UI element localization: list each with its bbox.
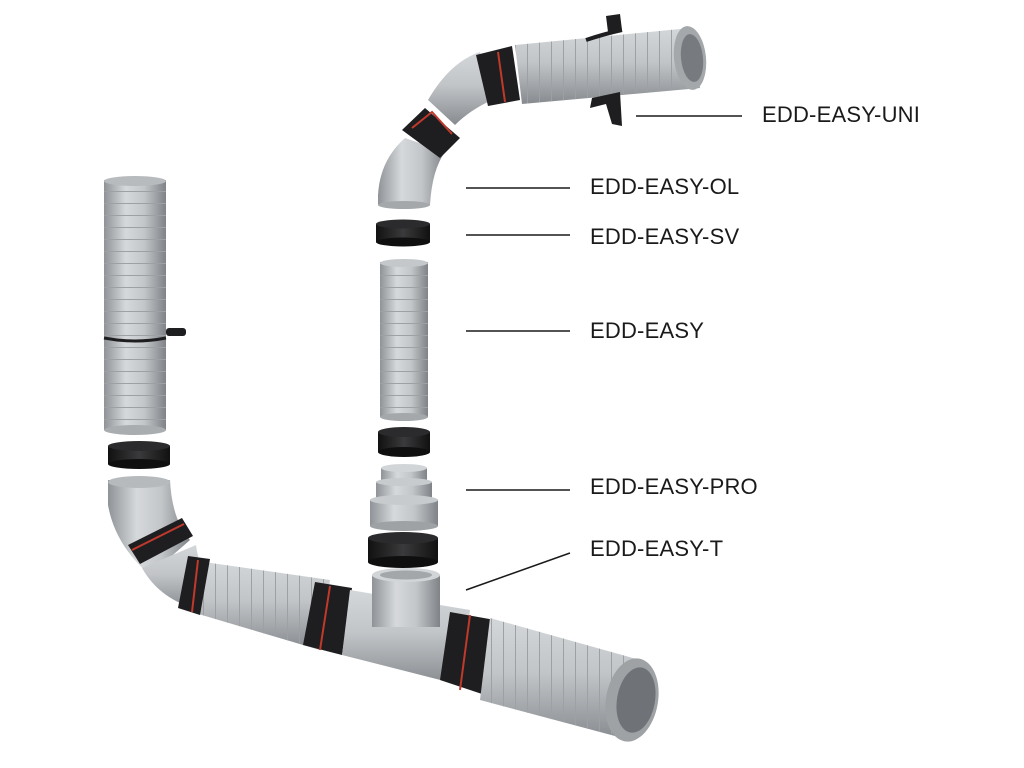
label-edd-easy-t: EDD-EASY-T: [590, 536, 724, 561]
label-edd-easy-pro: EDD-EASY-PRO: [590, 474, 758, 499]
leader-tee: [465, 552, 571, 591]
top-horizontal-pipe: [515, 26, 707, 104]
wall-bracket: [585, 14, 623, 126]
upper-elbow-seal: [402, 108, 460, 158]
label-edd-easy: EDD-EASY: [590, 318, 705, 343]
top-elbow-fitting: [428, 52, 492, 125]
left-elbow-fitting: [108, 476, 190, 575]
left-elbow-seal: [128, 518, 193, 564]
center-lower-seal: [378, 427, 430, 457]
tee-socket-seal: [368, 532, 438, 568]
label-edd-easy-ol: EDD-EASY-OL: [590, 174, 740, 199]
center-straight-pipe: [380, 259, 428, 421]
label-edd-easy-uni: EDD-EASY-UNI: [762, 102, 921, 127]
top-elbow-seal: [476, 46, 520, 106]
left-socket-seal: [108, 441, 170, 469]
upper-elbow-fitting: [378, 138, 445, 209]
center-upper-seal: [376, 219, 430, 247]
leader-lines: [465, 115, 742, 591]
label-edd-easy-sv: EDD-EASY-SV: [590, 224, 740, 249]
left-vertical-pipe: [103, 176, 186, 435]
reducer-fitting: [370, 464, 438, 531]
tee-fitting: [372, 568, 440, 627]
